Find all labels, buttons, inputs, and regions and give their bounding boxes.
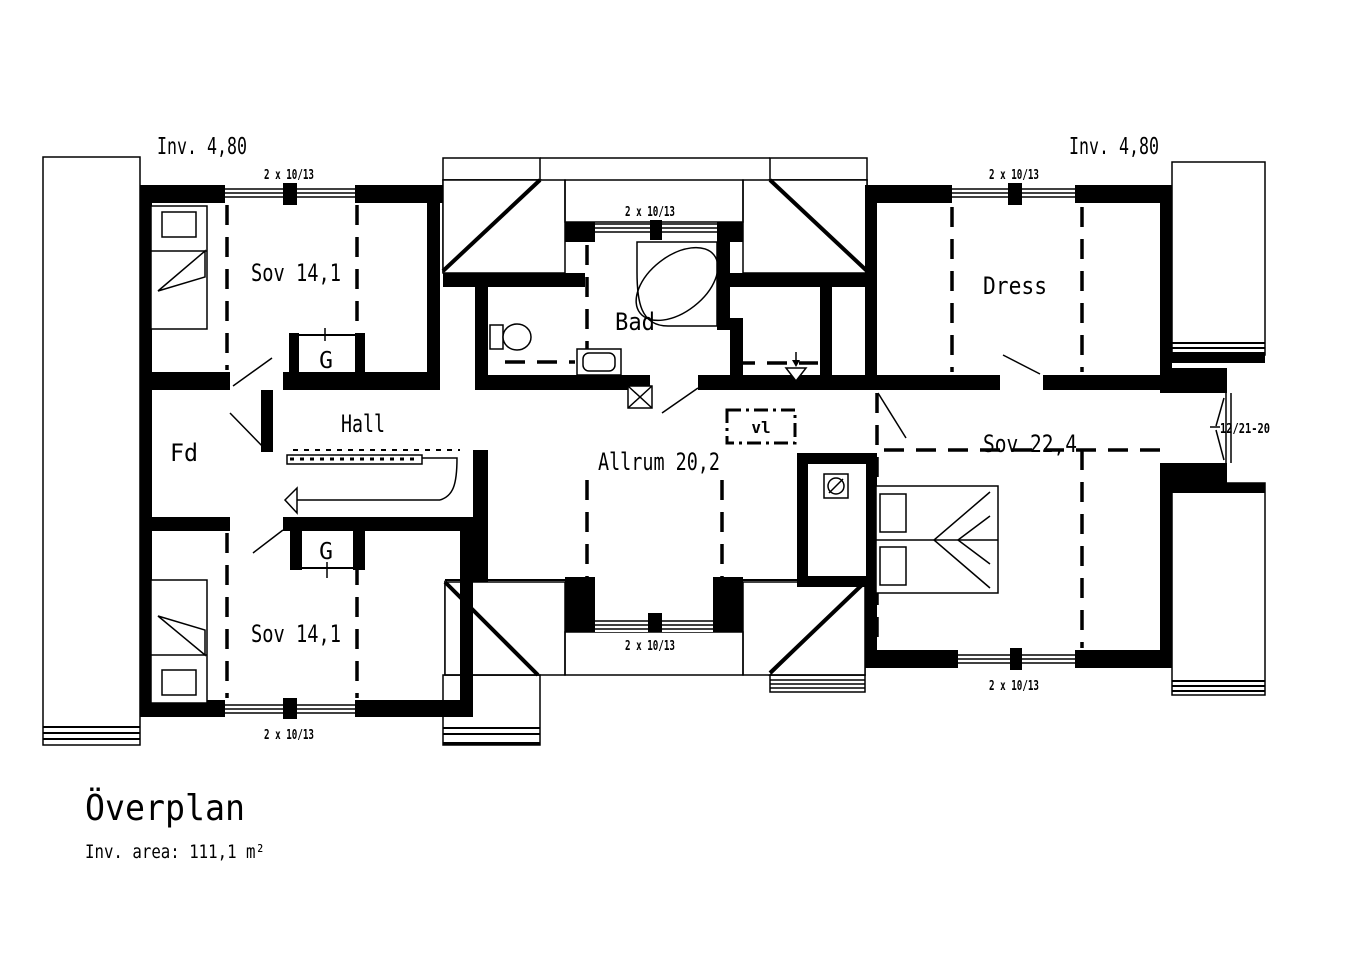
walls <box>140 183 1232 719</box>
window-top-left <box>225 183 355 205</box>
chimney-icon <box>797 453 877 587</box>
window-side-right <box>1210 393 1232 463</box>
room-label-bad: Bad <box>615 308 655 336</box>
window-label-top-dress: 2 x 10/13 <box>989 168 1039 183</box>
window-label-top-bad: 2 x 10/13 <box>625 205 675 220</box>
door-bad-icon <box>661 387 699 414</box>
room-label-sov-master: Sov 22,4 <box>983 430 1077 458</box>
window-bottom-master <box>958 648 1075 670</box>
door-dress-icon <box>1002 354 1041 375</box>
window-top-bad <box>565 220 743 242</box>
door-leaves <box>229 354 1041 554</box>
vl-box <box>725 408 797 445</box>
stair-direction-arrow-icon <box>283 486 298 515</box>
sink-icon <box>576 348 622 376</box>
door-sov-bottom-icon <box>252 529 284 554</box>
floor-area-label: Inv. area: 111,1 m² <box>85 841 265 863</box>
double-bed-icon <box>875 485 999 594</box>
roof-strip-right-top <box>1171 161 1266 363</box>
window-label-bottom-left: 2 x 10/13 <box>264 728 314 743</box>
vl-label: vl <box>751 418 770 437</box>
bed-bottom-icon <box>150 579 208 704</box>
room-label-hall: Hall <box>341 410 385 438</box>
closet-top <box>289 328 365 372</box>
toilet-icon <box>489 323 532 351</box>
window-label-bottom-allrum: 2 x 10/13 <box>625 639 675 654</box>
window-label-side-right: 12/21-20 <box>1220 422 1270 437</box>
dormer-roof-top <box>441 157 869 287</box>
door-sov-top-icon <box>232 357 273 387</box>
ceiling-height-right-label: Inv. 4,80 <box>1069 134 1159 160</box>
window-top-dress <box>952 183 1075 205</box>
ceiling-height-left-label: Inv. 4,80 <box>157 134 247 160</box>
closet-label-top: G <box>319 348 333 374</box>
bathtub-icon <box>635 241 719 327</box>
window-bottom-allrum <box>595 613 713 632</box>
door-master-icon <box>877 392 907 439</box>
bed-top-icon <box>150 205 208 330</box>
stair-opening <box>283 449 460 515</box>
window-label-top-left: 2 x 10/13 <box>264 168 314 183</box>
shaft-symbol-icon <box>627 385 653 409</box>
closet-label-bottom: G <box>319 539 333 565</box>
floor-title: Överplan <box>85 787 245 829</box>
window-label-bottom-master: 2 x 10/13 <box>989 679 1039 694</box>
room-label-allrum: Allrum 20,2 <box>598 448 720 476</box>
room-label-sov-bottom: Sov 14,1 <box>251 620 341 648</box>
window-bottom-left <box>225 698 355 719</box>
room-label-sov-top: Sov 14,1 <box>251 259 341 287</box>
room-label-fd: Fd <box>170 439 198 467</box>
door-fd-icon <box>229 412 267 451</box>
vent-icon <box>784 352 808 383</box>
room-label-dress: Dress <box>983 272 1047 300</box>
